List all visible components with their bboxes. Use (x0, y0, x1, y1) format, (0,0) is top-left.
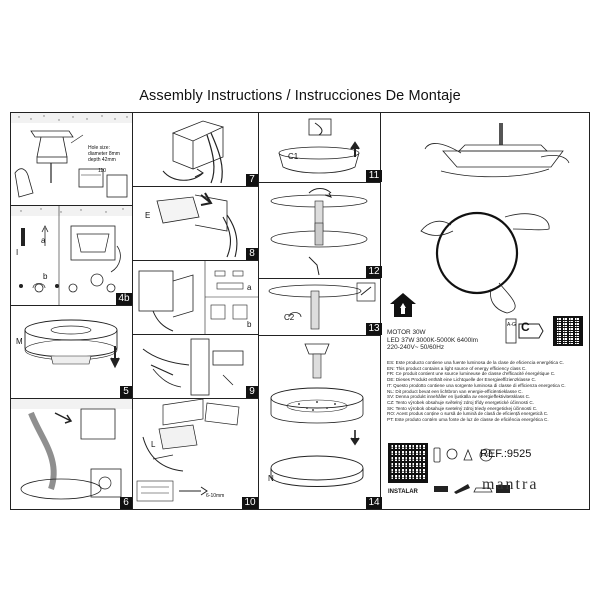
label-c2: C2 (284, 313, 295, 322)
label-l: L (151, 440, 156, 449)
row-divider (10, 398, 132, 399)
qr-code-icon (553, 316, 583, 346)
hole-note-line-2: diameter 8mm (88, 151, 120, 157)
spec-led: LED 37W 3000K-5000K 6400lm (387, 336, 478, 344)
fan-product-illustration (420, 123, 570, 314)
row-divider (132, 260, 258, 261)
step-number-13: 13 (366, 323, 382, 335)
row-divider (258, 182, 380, 183)
energy-scale: A-G (507, 322, 516, 328)
energy-statement-list: ES: Este producto contiene una fuente lu… (387, 360, 587, 423)
dimension-label: 110 (98, 168, 106, 174)
page-title: Assembly Instructions / Instrucciones De… (139, 88, 461, 104)
row-divider (10, 305, 132, 306)
brand-logo: mantra (482, 476, 539, 493)
step-number-6: 6 (120, 497, 132, 509)
label-a: a (41, 236, 46, 245)
bulb-icon (446, 448, 458, 460)
energy-class: C (521, 320, 530, 334)
row-divider (258, 335, 380, 336)
step-5-illustration (24, 319, 120, 369)
step-drill-illustration (11, 113, 132, 198)
energy-statement: SK: Tento výrobok obsahuje svetelný zdro… (387, 405, 538, 411)
energy-statement: NL: Dit product bevat een lichtbron van … (387, 388, 523, 394)
figure-label-a: a (247, 283, 252, 292)
step-number-11: 11 (366, 170, 382, 182)
energy-statement: PT: Este produto contém uma fonte de luz… (387, 417, 549, 423)
spec-block: MOTOR 30W LED 37W 3000K-5000K 6400lm 220… (387, 329, 478, 352)
energy-statement: IT: Questo prodotto contiene una sorgent… (387, 382, 566, 388)
tools-icon (434, 484, 510, 494)
step-10-illustration (136, 399, 240, 502)
label-m: M (16, 337, 23, 346)
step-6-illustration (11, 399, 132, 500)
energy-statement: CZ: Tento výrobek obsahuje světelný zdro… (387, 399, 534, 405)
step-number-12: 12 (366, 266, 382, 278)
row-divider (258, 278, 380, 279)
step-number-8: 8 (246, 248, 258, 260)
install-label: INSTALAR (388, 489, 418, 495)
step-anchor-illustration (11, 206, 132, 305)
lamp-icon (463, 448, 473, 461)
energy-statement: FR: Ce produit contient une source lumin… (387, 371, 556, 377)
step-number-5: 5 (120, 386, 132, 398)
qr-code-icon (388, 443, 428, 483)
row-divider (132, 186, 258, 187)
energy-statement: DE: Dieses Produkt enthält eine Lichtque… (387, 377, 537, 383)
connector-illustration (138, 261, 258, 334)
spec-voltage: 220-240V~ 50/60Hz (387, 344, 445, 352)
label-i: I (16, 248, 19, 257)
feature-icons (433, 447, 493, 463)
instruction-sheet (10, 112, 590, 510)
label-b: b (43, 272, 48, 281)
energy-statement: SV: Denna produkt innehåller en ljuskäll… (387, 394, 531, 400)
step-7-illustration (162, 120, 225, 184)
product-reference: REF.:9525 (480, 448, 532, 460)
step-13-illustration (268, 282, 376, 330)
hole-note-line-3: depth 42mm (88, 157, 116, 163)
label-n: N (268, 474, 274, 483)
wire-strip-length: 6-10mm (206, 493, 225, 499)
figure-label-b: b (247, 320, 252, 329)
step-11-illustration (278, 118, 360, 174)
column-divider-2 (258, 112, 259, 510)
step-8-illustration (156, 192, 238, 258)
step-number-7: 7 (246, 174, 258, 186)
step-12-illustration (270, 188, 368, 276)
step-number-9: 9 (246, 386, 258, 398)
remote-control-icon (433, 447, 441, 463)
label-c1: C1 (288, 152, 299, 161)
row-divider (10, 205, 132, 206)
spec-motor: MOTOR 30W (387, 329, 426, 336)
row-divider (132, 334, 258, 335)
energy-statement: EN: This product contains a light source… (387, 365, 527, 371)
label-e: E (145, 211, 151, 220)
step-9-illustration (142, 338, 244, 396)
step-number-4b: 4b (116, 293, 132, 305)
step-number-14: 14 (366, 497, 382, 509)
row-divider (132, 398, 258, 399)
energy-label-icon (505, 318, 544, 344)
step-number-10: 10 (242, 497, 258, 509)
energy-statement: RO: Acest produs conține o sursă de lumi… (387, 411, 549, 417)
step-14-illustration (270, 343, 364, 487)
led-badge: LED (482, 452, 490, 457)
energy-statement: ES: Este producto contiene una fuente lu… (387, 360, 564, 365)
column-divider-1 (132, 112, 133, 510)
hole-note-line-1: Hole size: (88, 145, 110, 151)
column-divider-3 (380, 112, 381, 510)
indoor-use-icon (390, 293, 416, 317)
